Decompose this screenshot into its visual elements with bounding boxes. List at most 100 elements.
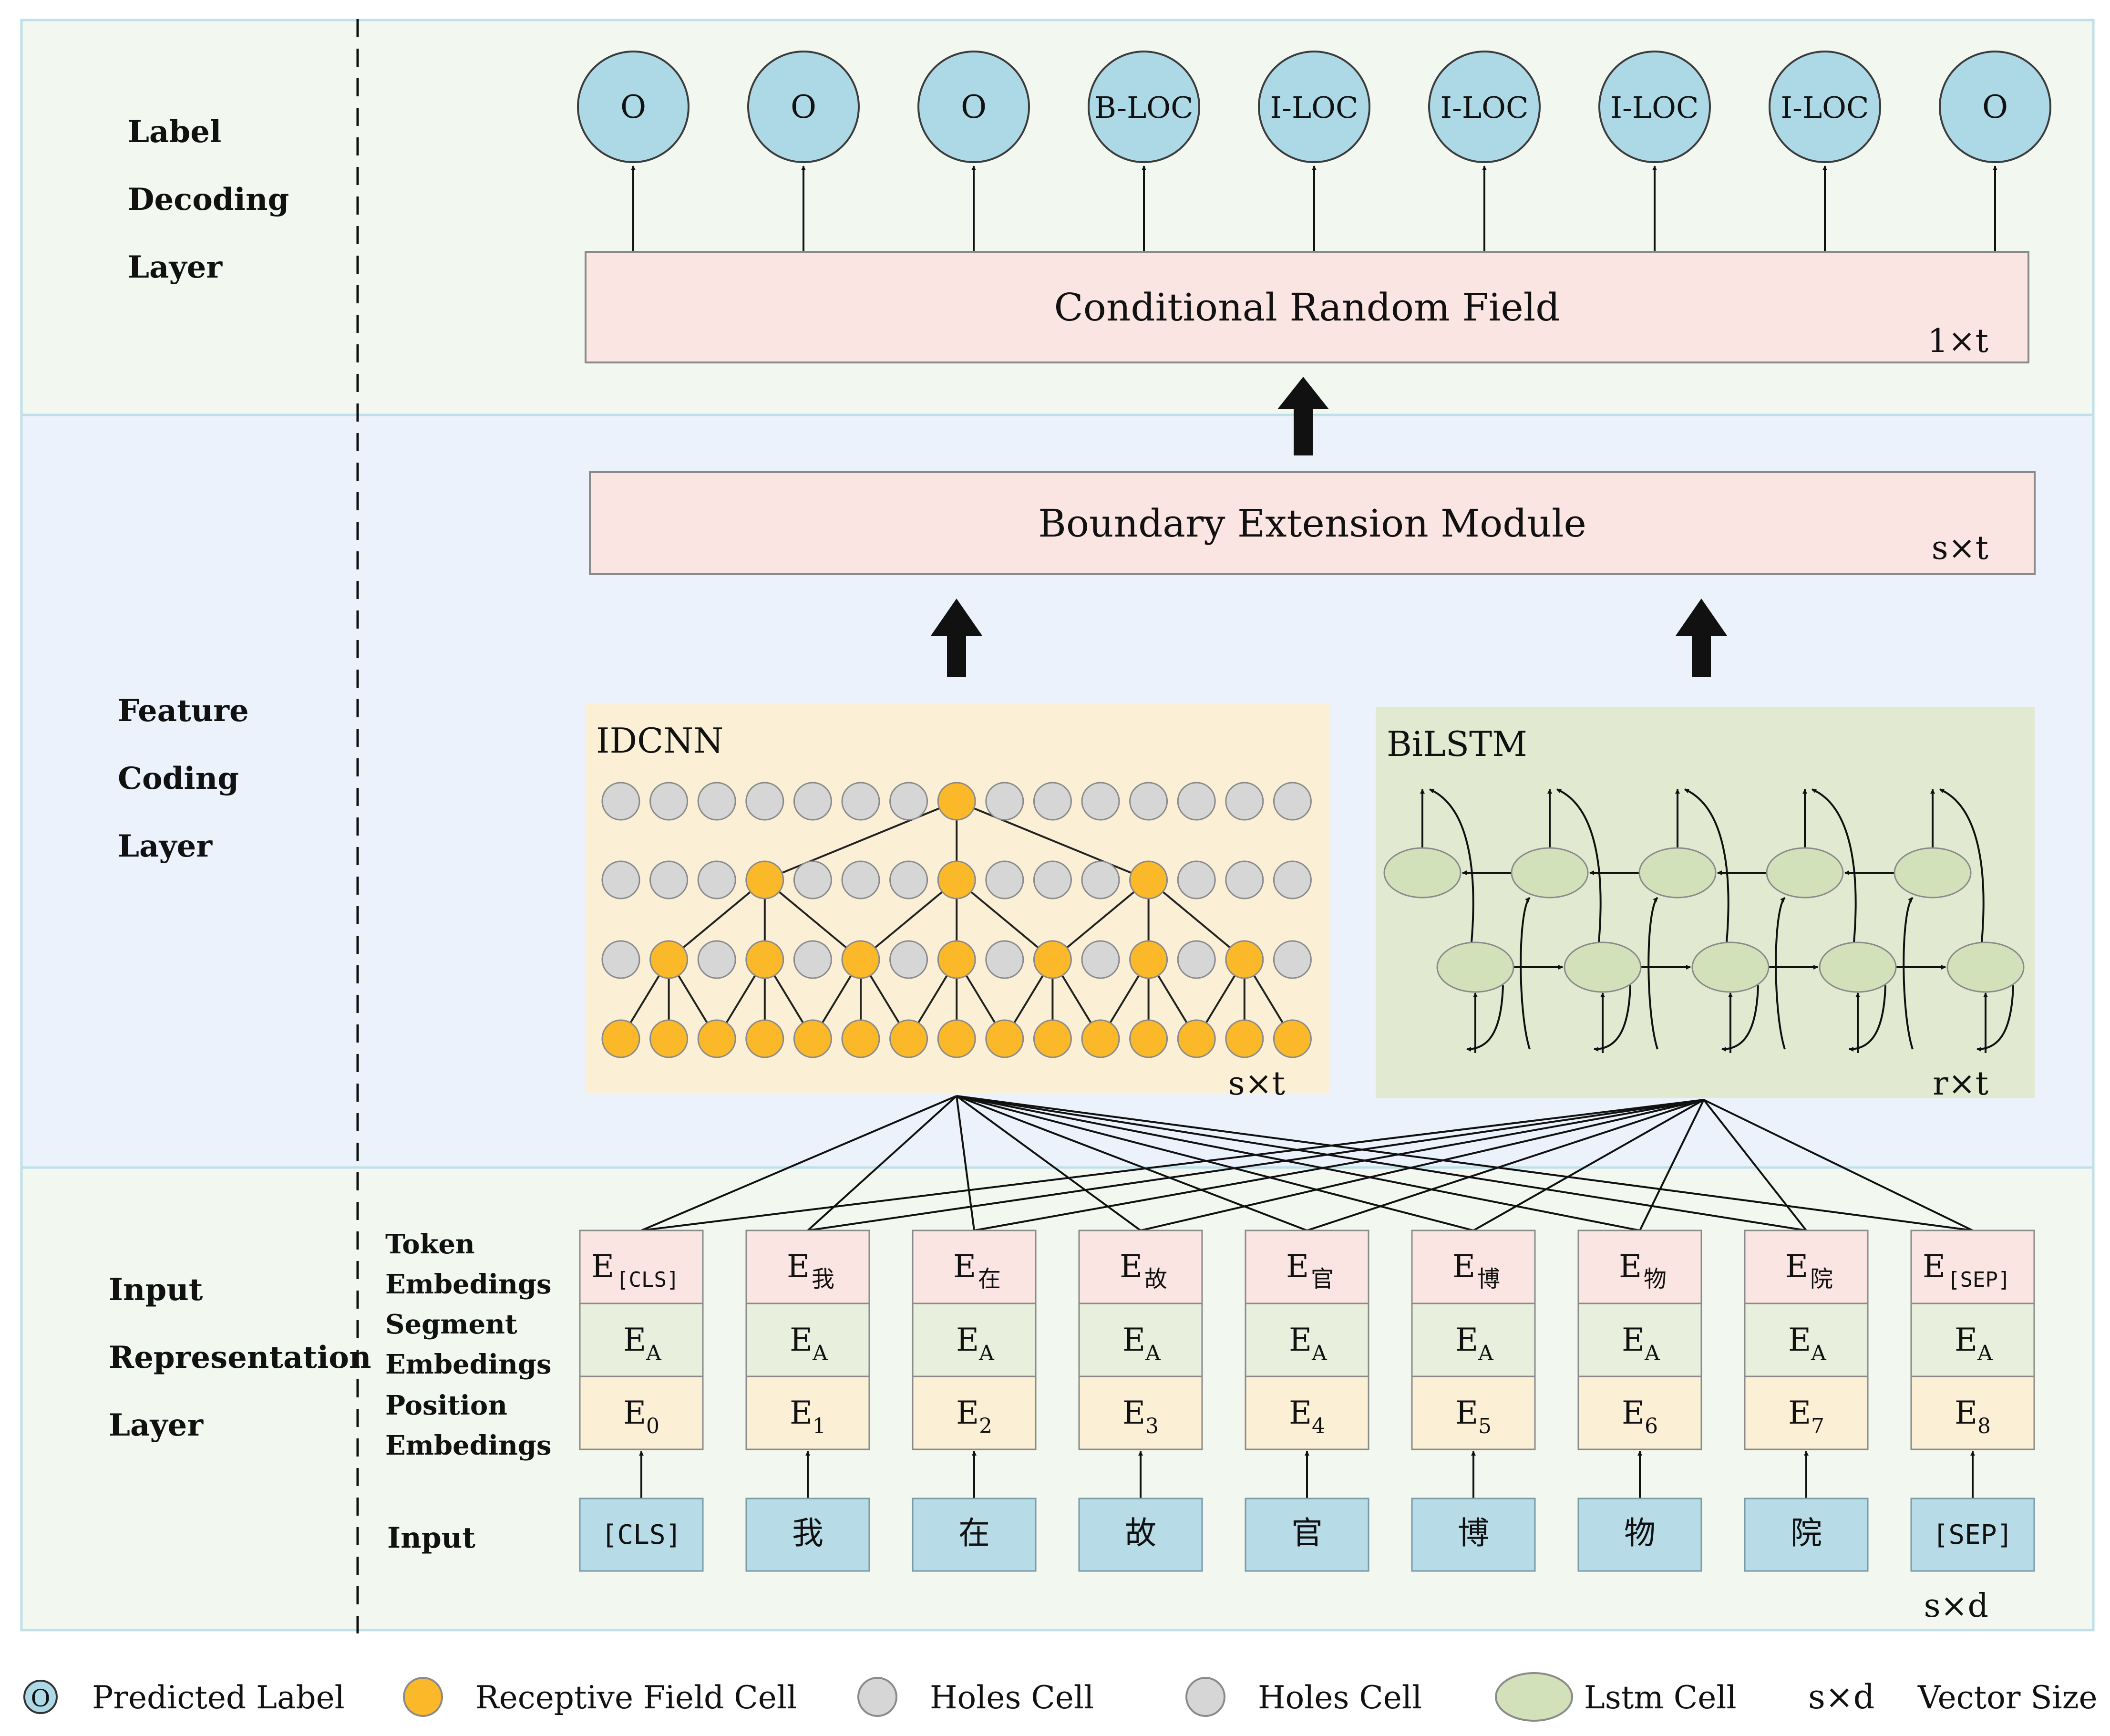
input-token-box — [745, 1498, 870, 1572]
token-embedding-base: E — [1120, 1248, 1142, 1285]
lstm-skip-arrow — [1520, 897, 1531, 1050]
lstm-cell — [1564, 941, 1642, 993]
legend-predicted-label: O Predicted Label — [23, 1679, 345, 1716]
lstm-output-curve — [1556, 788, 1602, 943]
svg-text:Predicted Label: Predicted Label — [92, 1679, 345, 1716]
position-embedding-subscript: 3 — [1145, 1414, 1159, 1438]
position-embedding-base: E — [1622, 1395, 1645, 1431]
holes-cell — [889, 860, 928, 899]
lstm-cell — [1894, 847, 1972, 899]
lstm-return-curve — [1976, 985, 2014, 1052]
legend-lstm-cell: Lstm Cell — [1495, 1672, 1737, 1722]
token-embedding-base: E — [1619, 1248, 1642, 1285]
position-embedding-base: E — [956, 1395, 979, 1431]
predicted-label-node — [1939, 51, 2051, 163]
position-embedding-subscript: 2 — [979, 1414, 992, 1438]
input-token-text: 在 — [958, 1515, 990, 1551]
predicted-label-node — [577, 51, 690, 163]
holes-cell — [1081, 782, 1120, 821]
bilstm-cells — [1383, 788, 2025, 1053]
svg-text:Segment: Segment — [385, 1309, 517, 1340]
position-embedding-cell — [1411, 1375, 1536, 1450]
svg-text:O: O — [31, 1684, 51, 1712]
label-decoding-layer-name: Label Decoding Layer — [128, 114, 289, 285]
fan-line-bilstm — [807, 1099, 1704, 1231]
input-token-text: [CLS] — [601, 1519, 682, 1550]
holes-cell — [889, 782, 928, 821]
fan-line-idcnn — [956, 1095, 1142, 1231]
receptive-field-cell — [1177, 1019, 1216, 1058]
boundary-extension-title: Boundary Extension Module — [1038, 501, 1586, 546]
input-token-text: [SEP] — [1933, 1519, 2013, 1550]
svg-text:Lstm Cell: Lstm Cell — [1584, 1679, 1737, 1716]
lstm-cell — [1819, 941, 1897, 993]
input-vector-size: s×d — [1924, 1587, 1988, 1625]
segment-embedding-base: E — [790, 1322, 813, 1358]
holes-cell — [697, 860, 736, 899]
legend-receptive-field-cell: Receptive Field Cell — [403, 1677, 797, 1717]
position-embedding-base: E — [623, 1395, 646, 1431]
lstm-cell — [1691, 941, 1770, 993]
lstm-cell — [1638, 847, 1717, 899]
fan-line-bilstm — [641, 1099, 1704, 1231]
position-embedding-base: E — [1289, 1395, 1312, 1431]
lstm-cell — [1383, 847, 1462, 899]
fan-line-idcnn — [956, 1095, 1307, 1231]
crf-title: Conditional Random Field — [1054, 285, 1560, 330]
holes-cell — [793, 860, 832, 899]
fan-line-idcnn — [807, 1095, 957, 1231]
input-token-box — [579, 1498, 704, 1572]
svg-text:s×d: s×d — [1808, 1677, 1874, 1716]
holes-cell — [697, 940, 736, 979]
position-embedding-subscript: 8 — [1977, 1414, 1991, 1438]
idcnn-grid — [601, 782, 1312, 1058]
holes-cell — [889, 940, 928, 979]
lstm-output-curve — [1429, 788, 1474, 943]
svg-text:Coding: Coding — [118, 761, 239, 796]
segment-embedding-subscript: A — [1311, 1341, 1328, 1365]
lstm-skip-arrow — [1903, 897, 1914, 1050]
segment-embedding-subscript: A — [646, 1341, 662, 1365]
lstm-output-curve — [1939, 788, 1985, 943]
receptive-field-cell — [1273, 1019, 1312, 1058]
holes-cell — [697, 782, 736, 821]
segment-embedding-subscript: A — [1977, 1341, 1993, 1365]
holes-cell — [841, 860, 880, 899]
receptive-field-cell — [745, 940, 784, 979]
receptive-field-cell — [601, 1019, 640, 1058]
position-embedding-cell — [745, 1375, 870, 1450]
receptive-field-cell — [649, 1019, 689, 1058]
segment-embedding-cell — [1910, 1302, 2035, 1377]
input-token-text: 院 — [1791, 1515, 1822, 1551]
dilation-connection — [1148, 879, 1245, 961]
input-token-box — [1411, 1498, 1536, 1572]
segment-embedding-base: E — [956, 1322, 979, 1358]
receptive-field-cell — [745, 1019, 784, 1058]
position-embedding-subscript: 5 — [1478, 1414, 1492, 1438]
embedding-to-feature-lines — [641, 1095, 1973, 1231]
receptive-field-cell — [937, 782, 976, 821]
holes-cell — [841, 782, 880, 821]
lstm-skip-arrow — [1775, 897, 1786, 1050]
segment-embedding-base: E — [1122, 1322, 1145, 1358]
holes-cell — [649, 782, 689, 821]
segment-embedding-subscript: A — [1478, 1341, 1494, 1365]
receptive-field-cell — [985, 1019, 1024, 1058]
position-embedding-cell — [1744, 1375, 1869, 1450]
segment-embedding-base: E — [1622, 1322, 1645, 1358]
holes-cell — [1225, 782, 1264, 821]
fan-line-bilstm — [1307, 1099, 1704, 1231]
holes-cell — [745, 782, 784, 821]
position-embedding-subscript: 0 — [646, 1414, 659, 1438]
receptive-field-cell — [841, 940, 880, 979]
holes-cell — [985, 860, 1024, 899]
dilation-connection — [956, 800, 1149, 881]
svg-text:Layer: Layer — [118, 828, 213, 864]
receptive-field-cell — [1225, 1019, 1264, 1058]
token-embedding-cell — [1577, 1230, 1702, 1304]
predicted-label-text: B-LOC — [1094, 90, 1193, 125]
input-representation-layer-name: Input Representation Layer — [109, 1272, 371, 1443]
holes-cell — [1273, 782, 1312, 821]
predicted-label-node — [1088, 51, 1200, 163]
